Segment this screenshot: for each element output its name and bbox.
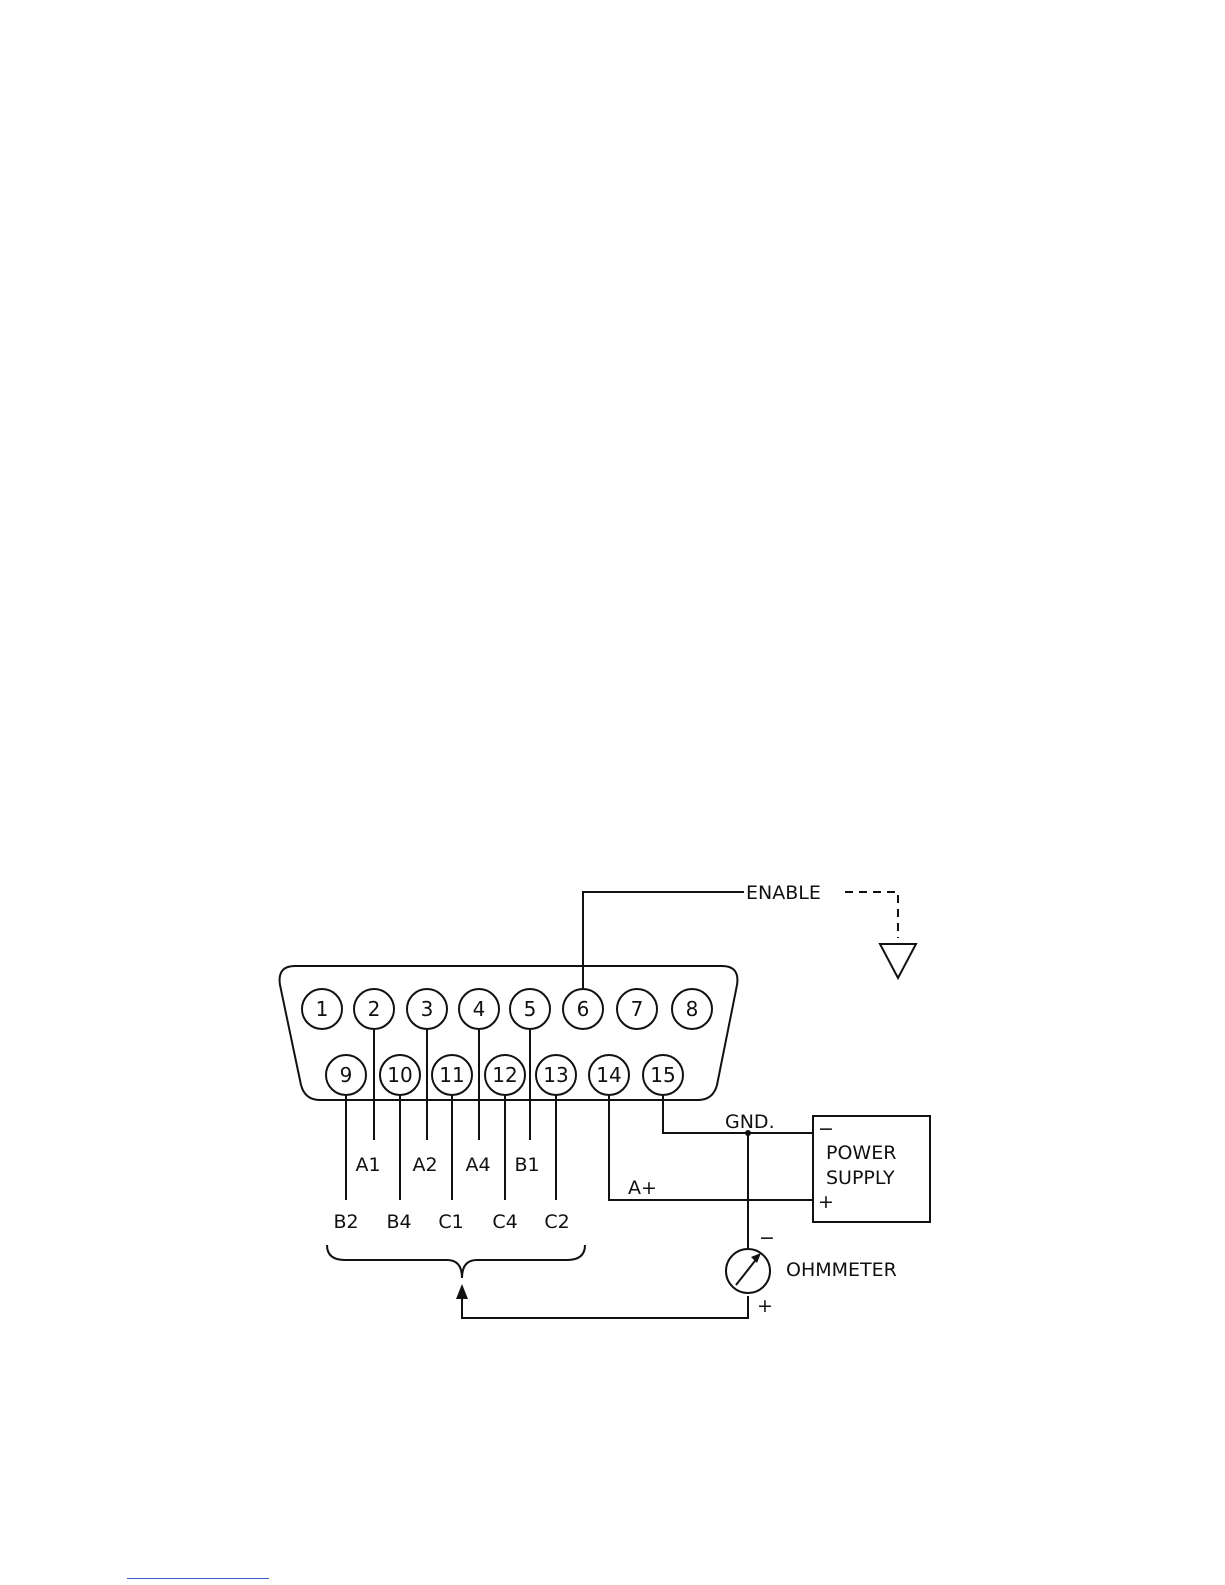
pin-11: 11	[432, 1055, 472, 1095]
pin-6: 6	[563, 989, 603, 1029]
label-gnd: GND.	[725, 1111, 775, 1133]
pin-5-number: 5	[524, 997, 537, 1021]
label-c4: C4	[492, 1211, 517, 1233]
footer-underline	[127, 1578, 269, 1579]
pin-13: 13	[536, 1055, 576, 1095]
enable-dashed-wire	[845, 892, 898, 938]
ohmmeter-plus: +	[757, 1295, 773, 1317]
pin-8-number: 8	[686, 997, 699, 1021]
label-c1: C1	[438, 1211, 463, 1233]
label-a4: A4	[465, 1154, 490, 1176]
power-supply-label-line1: POWER	[826, 1142, 896, 1164]
label-a-plus: A+	[628, 1177, 657, 1199]
pin-12-number: 12	[492, 1063, 517, 1087]
ground-symbol	[880, 944, 916, 978]
pin-8: 8	[672, 989, 712, 1029]
pin-6-number: 6	[577, 997, 590, 1021]
ohmmeter-minus: −	[759, 1227, 775, 1249]
pin-3: 3	[407, 989, 447, 1029]
label-b4: B4	[386, 1211, 411, 1233]
pin-1-number: 1	[316, 997, 329, 1021]
pin-14: 14	[589, 1055, 629, 1095]
pin-3-number: 3	[421, 997, 434, 1021]
label-a2: A2	[412, 1154, 437, 1176]
pin-12: 12	[485, 1055, 525, 1095]
enable-wire	[583, 892, 744, 989]
ohmmeter-icon	[726, 1249, 770, 1293]
pin-1: 1	[302, 989, 342, 1029]
pin-7: 7	[617, 989, 657, 1029]
pin-10: 10	[380, 1055, 420, 1095]
pin-15-number: 15	[650, 1063, 675, 1087]
pin-9-number: 9	[340, 1063, 353, 1087]
pin-10-number: 10	[387, 1063, 412, 1087]
power-supply-plus: +	[818, 1191, 834, 1213]
pin-4-number: 4	[473, 997, 486, 1021]
enable-label: ENABLE	[746, 882, 821, 904]
ohmmeter-label: OHMMETER	[786, 1259, 897, 1281]
label-a1: A1	[355, 1154, 380, 1176]
pin-7-number: 7	[631, 997, 644, 1021]
pin-14-number: 14	[596, 1063, 621, 1087]
power-supply-label-line2: SUPPLY	[826, 1167, 895, 1189]
pin-9: 9	[326, 1055, 366, 1095]
pin-2: 2	[354, 989, 394, 1029]
label-b2: B2	[333, 1211, 358, 1233]
pin-11-number: 11	[439, 1063, 464, 1087]
pin-15: 15	[643, 1055, 683, 1095]
pin-4: 4	[459, 989, 499, 1029]
ohmmeter-return-wire	[462, 1296, 748, 1318]
lead-brace	[327, 1245, 585, 1278]
pin-2-number: 2	[368, 997, 381, 1021]
pin-13-number: 13	[543, 1063, 568, 1087]
label-c2: C2	[544, 1211, 569, 1233]
power-supply-minus: −	[818, 1118, 834, 1140]
pin-5: 5	[510, 989, 550, 1029]
label-b1: B1	[514, 1154, 539, 1176]
return-arrow	[456, 1284, 468, 1299]
